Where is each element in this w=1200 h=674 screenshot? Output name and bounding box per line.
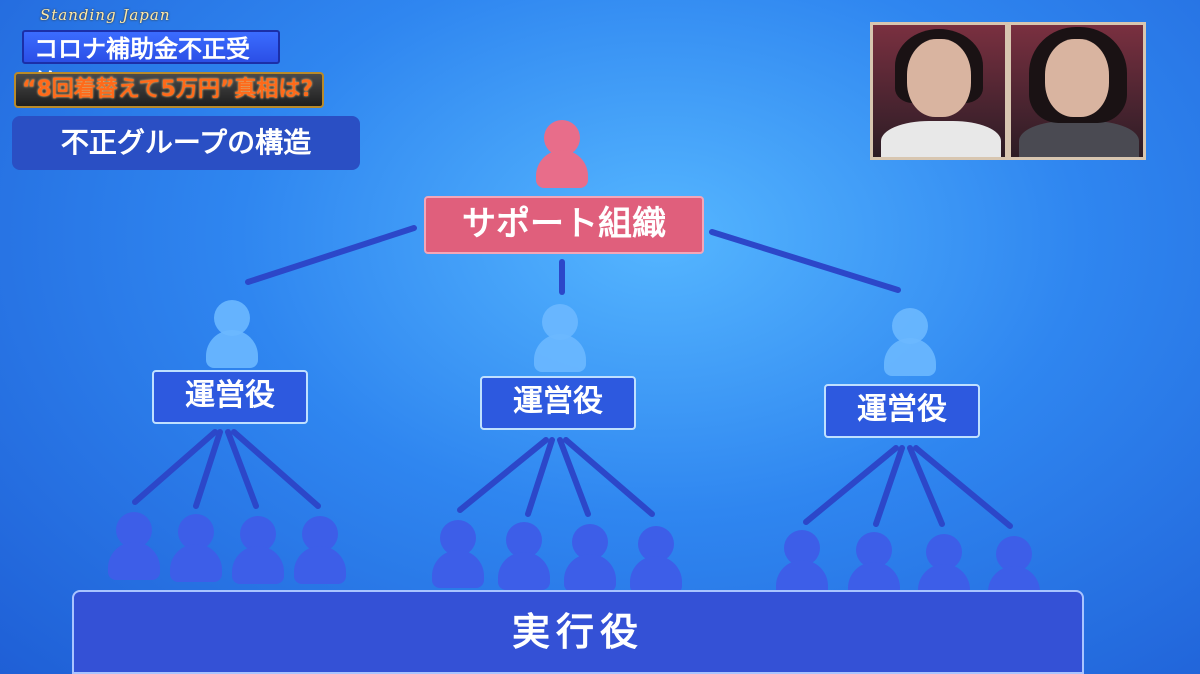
connector-line xyxy=(557,437,591,517)
executor-figure xyxy=(564,524,616,592)
executor-figure xyxy=(776,530,828,598)
connector-line xyxy=(245,225,417,285)
node-operator-1: 運営役 xyxy=(152,370,308,424)
node-operator-3: 運営役 xyxy=(824,384,980,438)
connector-line xyxy=(193,429,223,509)
connector-line xyxy=(709,229,901,293)
operator-figure xyxy=(884,308,936,376)
section-title: 不正グループの構造 xyxy=(12,116,360,170)
node-executors: 実行役 xyxy=(72,590,1084,674)
executor-figure xyxy=(498,522,550,590)
connector-line xyxy=(457,437,549,513)
connector-line xyxy=(913,445,1013,529)
show-logo: Standing Japan xyxy=(40,6,171,24)
subheadline-caption: “8回着替えて5万円”真相は? xyxy=(14,72,324,108)
executor-figure xyxy=(630,526,682,594)
node-operator-2: 運営役 xyxy=(480,376,636,430)
connector-line xyxy=(525,437,555,517)
connector-line xyxy=(563,437,655,517)
executor-figure xyxy=(170,514,222,582)
connector-line xyxy=(873,445,905,527)
wipe-face-left xyxy=(870,22,1008,160)
executor-figure xyxy=(108,512,160,580)
connector-line xyxy=(907,445,945,527)
executor-figure xyxy=(294,516,346,584)
wipe-face-right xyxy=(1008,22,1146,160)
executor-figure xyxy=(232,516,284,584)
operator-figure xyxy=(206,300,258,368)
connector-line xyxy=(132,429,218,505)
operator-figure xyxy=(534,304,586,372)
connector-line xyxy=(225,429,259,509)
support-org-figure xyxy=(536,120,588,188)
connector-line xyxy=(803,445,899,525)
node-support-org: サポート組織 xyxy=(424,196,704,254)
executor-figure xyxy=(432,520,484,588)
connector-line xyxy=(231,429,321,509)
